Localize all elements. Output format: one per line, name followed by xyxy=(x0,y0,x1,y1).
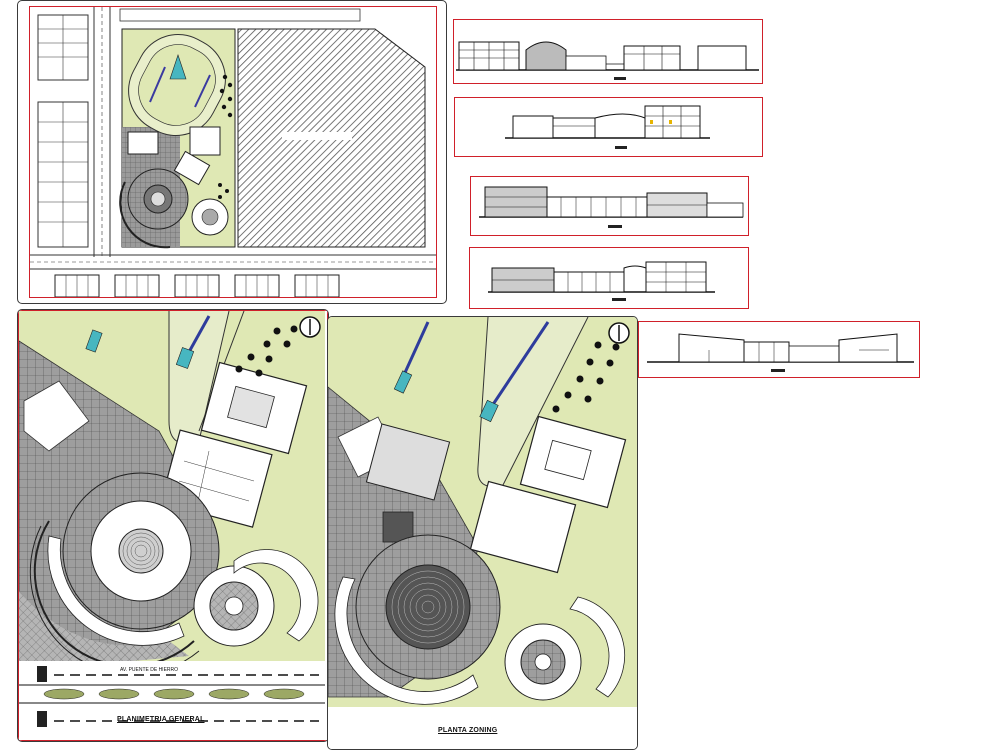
elevation-sheet-3 xyxy=(470,176,749,236)
general-plan-sheet: AV. PUENTE DE HIERRO PLANIMETRIA GENERAL xyxy=(17,309,329,742)
elevation-sheet-5 xyxy=(638,321,920,378)
site-plan-drawing xyxy=(30,7,436,297)
elevation-sheet-4 xyxy=(469,247,749,309)
elevation-4-drawing xyxy=(488,261,715,301)
general-plan-drawing: AV. PUENTE DE HIERRO xyxy=(19,311,325,740)
elevation-sheet-2 xyxy=(454,97,763,157)
avenue-label: AV. PUENTE DE HIERRO xyxy=(120,667,178,673)
general-plan-title: PLANIMETRIA GENERAL xyxy=(117,716,205,723)
elevation-sheet-1 xyxy=(453,19,763,84)
elevation-2-drawing xyxy=(505,105,710,149)
zoning-plan-title: PLANTA ZONING xyxy=(438,727,498,734)
site-plan-frame xyxy=(29,6,437,298)
general-plan-frame: AV. PUENTE DE HIERRO PLANIMETRIA GENERAL xyxy=(18,310,328,741)
zoning-plan-sheet: PLANTA ZONING xyxy=(327,316,638,750)
elevation-3-drawing xyxy=(479,186,744,228)
elevation-1-drawing xyxy=(456,41,759,80)
site-plan-sheet xyxy=(17,0,447,304)
elevation-5-drawing xyxy=(647,333,914,372)
zoning-plan-drawing xyxy=(328,317,637,749)
